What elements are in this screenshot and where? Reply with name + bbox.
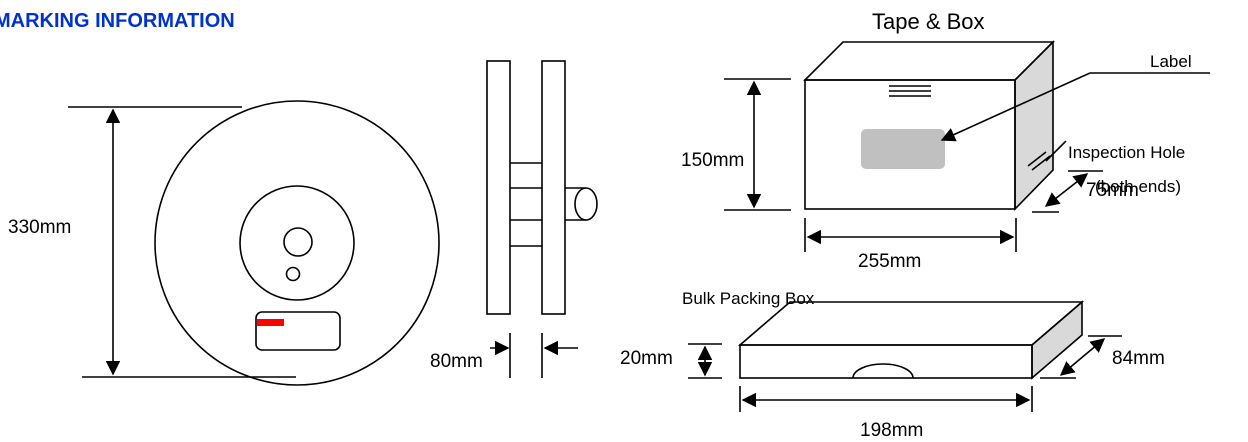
reel-red-marker <box>257 319 284 326</box>
reel-outer-circle <box>154 100 440 386</box>
reel-label-area <box>255 311 341 351</box>
bulk-box-height-label: 20mm <box>620 348 673 369</box>
label-callout-arrow <box>940 72 1091 142</box>
label-callout-text: Label <box>1150 52 1192 71</box>
bulk-box-drawing: Bulk Packing Box 20mm 198mm 84mm <box>620 289 1165 441</box>
reel-front-view: 330mm <box>8 100 440 386</box>
inspection-hole-mark-1 <box>1027 151 1047 167</box>
bulk-box-depth-dimension <box>1059 338 1106 376</box>
inspection-hole-leader <box>1045 140 1067 162</box>
bulk-box-title: Bulk Packing Box <box>682 289 815 308</box>
tape-box-depth-dimension <box>1044 173 1089 207</box>
tape-box-top-face <box>803 41 1055 81</box>
reel-width-label: 80mm <box>430 351 483 372</box>
tape-box-front-face <box>804 79 1016 210</box>
bulk-box-top-face <box>737 301 1085 346</box>
inspection-hole-text: Inspection Hole <box>1068 143 1185 162</box>
reel-axle-end <box>574 187 598 221</box>
bulk-box-finger-hole <box>852 363 914 379</box>
tape-box-label-area <box>861 129 945 169</box>
reel-drive-hole <box>285 266 301 282</box>
reel-side-view: 80mm <box>430 60 598 378</box>
bulk-box-side-face <box>1031 300 1083 380</box>
tape-box-height-label: 150mm <box>681 150 744 171</box>
tape-box-title: Tape & Box <box>872 9 985 34</box>
bulk-box-depth-label: 84mm <box>1112 348 1165 369</box>
reel-diameter-label: 330mm <box>8 217 71 238</box>
tape-box-drawing: Tape & Box Label Inspection Hole (both e… <box>681 9 1210 272</box>
reel-hub-circle <box>239 185 355 301</box>
reel-spindle-hole <box>283 227 313 257</box>
reel-flange-right <box>541 60 566 315</box>
tape-box-width-label: 255mm <box>858 251 921 272</box>
tape-box-side-face <box>1014 40 1054 211</box>
tape-box-depth-label: 75mm <box>1086 180 1139 201</box>
reel-flange-left <box>486 60 511 315</box>
heading: MARKING INFORMATION <box>0 10 235 32</box>
bulk-box-front-face <box>739 344 1033 379</box>
inspection-hole-note: (both ends) <box>1095 177 1181 196</box>
inspection-hole-mark-2 <box>1031 155 1051 171</box>
bulk-box-width-label: 198mm <box>860 420 923 441</box>
